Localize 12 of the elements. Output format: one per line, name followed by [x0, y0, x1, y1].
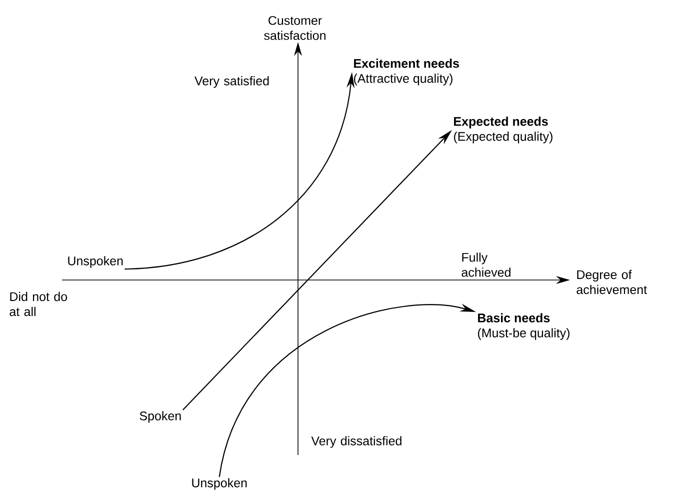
- curve-start-label: Spoken: [140, 411, 181, 423]
- need-label: Basic needs (Must-be quality): [478, 313, 570, 340]
- curve-start-label: Unspoken: [68, 256, 123, 268]
- axis-label: Did not do at all: [10, 292, 68, 316]
- need-label: Expected needs (Expected quality): [454, 116, 552, 144]
- axis-label: Customer satisfaction: [264, 16, 326, 40]
- axis-label: Degree of achievement: [576, 270, 647, 294]
- need-label: Excitement needs (Attractive quality): [354, 58, 459, 86]
- curve-start-label: Unspoken: [192, 478, 247, 490]
- axis-label: Very dissatisfied: [311, 436, 402, 448]
- axis-label: Very satisfied: [194, 76, 269, 88]
- axis-label: Fully achieved: [462, 252, 510, 277]
